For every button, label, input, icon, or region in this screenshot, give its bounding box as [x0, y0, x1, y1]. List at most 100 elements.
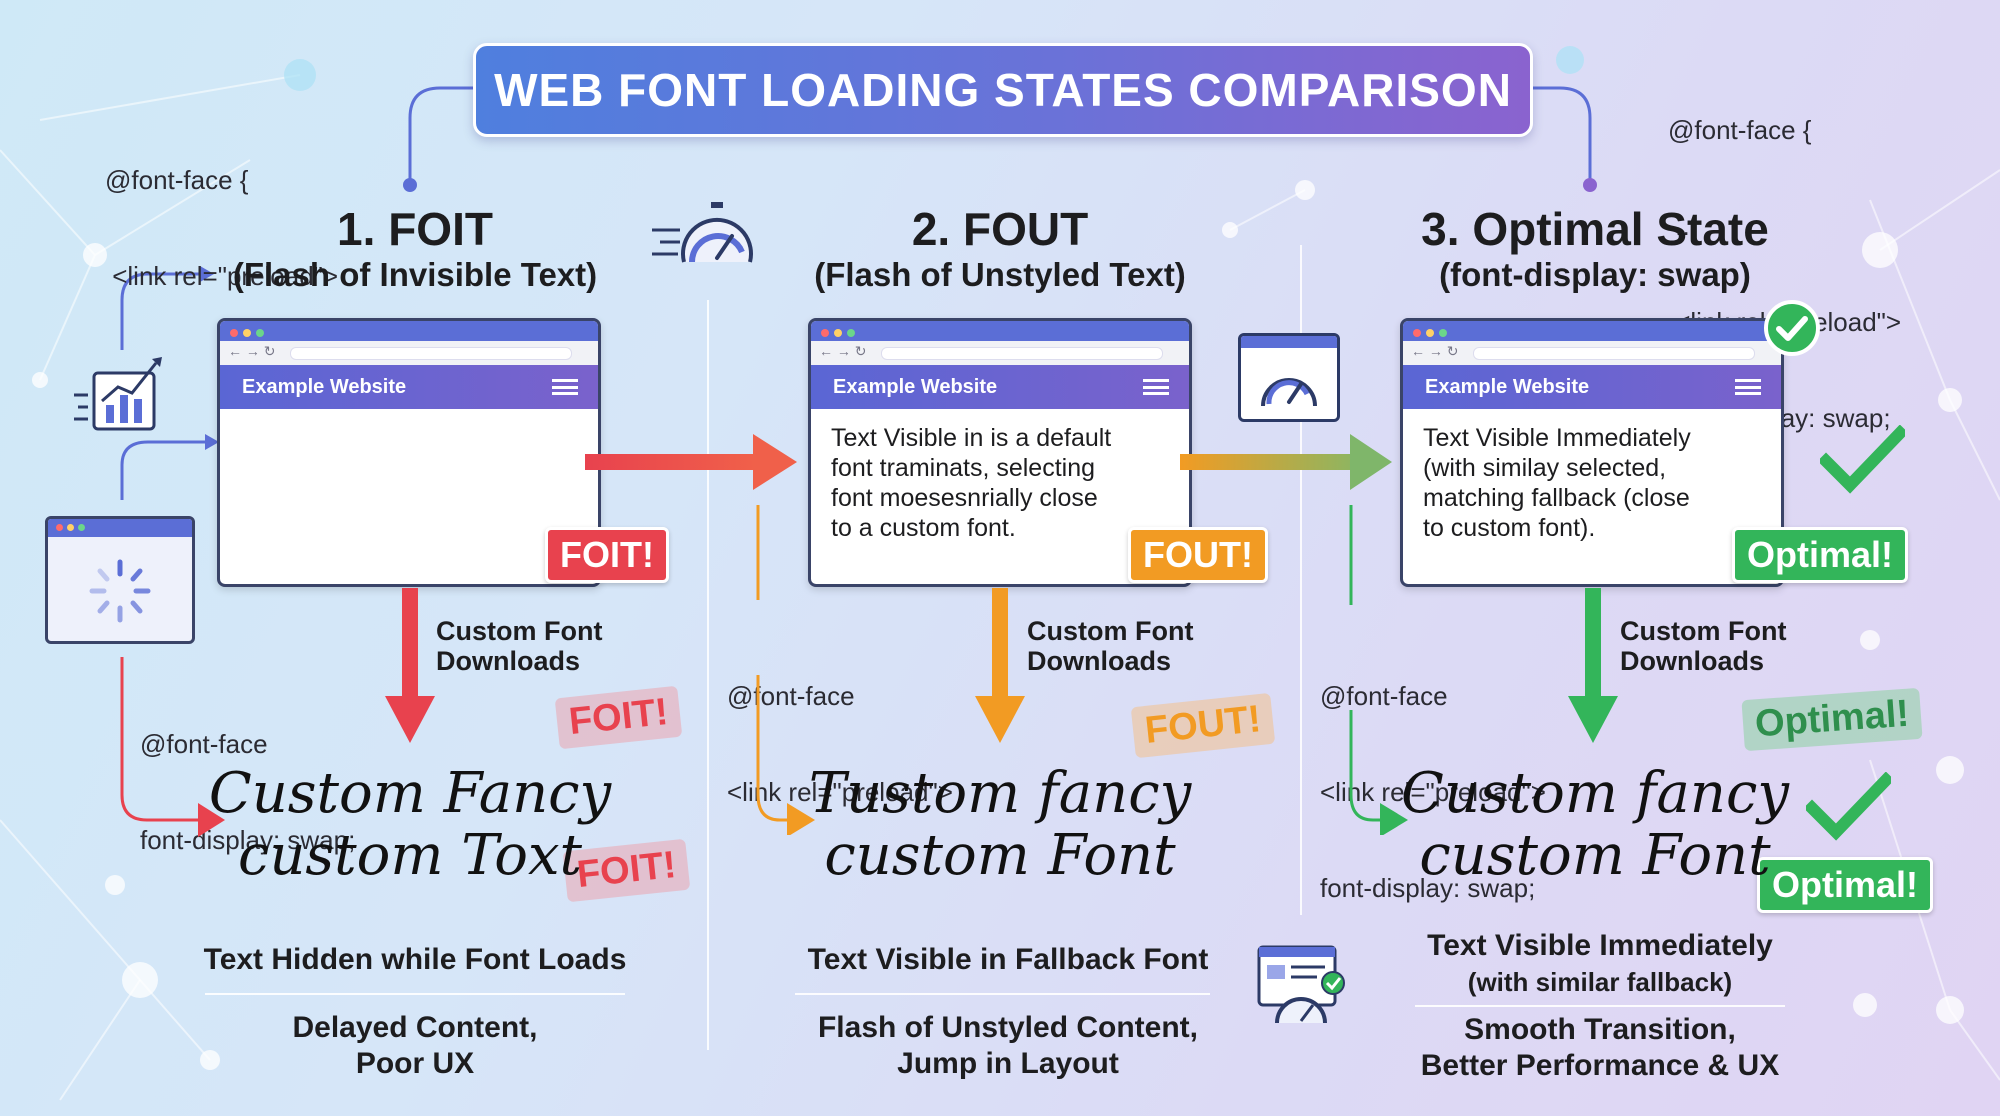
summary-line: (with similar fallback) — [1467, 967, 1733, 997]
code-line: <link rel="preload"> — [727, 777, 953, 807]
browser-text-line: Text Visible in is a default — [831, 424, 1112, 452]
browser-window-foit: ← → ↻ Example Website — [217, 318, 601, 587]
nav-arrows-icon: ← → ↻ — [228, 343, 276, 359]
connector-arrow-optimal — [1349, 505, 1408, 835]
connector-arrow-fout — [756, 505, 815, 835]
check-circle-icon — [1764, 300, 1820, 356]
custom-font-line: Tustom fancy — [808, 761, 1192, 826]
section-subtitle: (Flash of Invisible Text) — [232, 256, 598, 293]
code-line: ... — [1668, 211, 1697, 241]
custom-font-line: custom Font — [1419, 823, 1771, 888]
summary-divider — [205, 993, 625, 995]
browser-text-line: font traminats, selecting — [831, 454, 1096, 482]
summary-primary: Text Visible Immediately (with similar f… — [1360, 928, 1840, 1000]
custom-font-preview: Tustom fancy custom Font — [740, 763, 1260, 887]
fout-badge: FOUT! — [1128, 527, 1268, 583]
download-label: Custom Font Downloads — [1620, 616, 1786, 676]
summary-line: Flash of Unstyled Content, — [817, 1011, 1198, 1044]
transition-arrow-fout-optimal — [1180, 434, 1392, 490]
performance-gauge-icon — [1238, 333, 1340, 422]
browser-chrome: ← → ↻ — [811, 321, 1189, 365]
summary-line: Delayed Content, — [292, 1011, 538, 1044]
section-title: 1. FOIT — [337, 203, 493, 255]
optimal-badge: Optimal! — [1732, 527, 1909, 583]
custom-font-line: Custom Fancy — [208, 761, 612, 826]
browser-text-line: (with similay selected, — [1423, 454, 1667, 482]
section-divider — [1300, 245, 1302, 915]
code-line: font-display: swap; — [140, 825, 356, 855]
summary-secondary: Delayed Content, Poor UX — [175, 1010, 655, 1082]
summary-primary: Text Hidden while Font Loads — [203, 943, 627, 976]
section-divider — [707, 300, 709, 1050]
browser-header: Example Website — [220, 365, 598, 409]
title-banner: WEB FONT LOADING STATES COMPARISON — [473, 43, 1533, 137]
loading-browser-icon — [45, 516, 195, 644]
browser-text-line: matching fallback (close — [1423, 484, 1690, 512]
browser-body-empty — [220, 409, 598, 437]
down-arrow-fout — [975, 588, 1025, 743]
browser-header: Example Website — [1403, 365, 1781, 409]
site-title: Example Website — [833, 376, 998, 398]
nav-arrows-icon: ← → ↻ — [1411, 343, 1459, 359]
download-label-line: Custom Font — [1027, 616, 1194, 646]
browser-chrome: ← → ↻ — [1403, 321, 1781, 365]
site-title: Example Website — [1425, 376, 1590, 398]
download-label-line: Custom Font — [436, 616, 603, 646]
down-arrow-foit — [385, 588, 435, 743]
nav-arrows-icon: ← → ↻ — [819, 343, 867, 359]
code-line: @font-face { — [1668, 115, 1812, 145]
browser-window-fout: ← → ↻ Example Website Text Visible in is… — [808, 318, 1192, 587]
section-subtitle: (font-display: swap) — [1439, 256, 1751, 293]
checkmark-icon — [1806, 772, 1891, 841]
checkmark-icon — [1820, 425, 1905, 494]
code-line: @font-face — [727, 681, 855, 711]
page-title: WEB FONT LOADING STATES COMPARISON — [494, 64, 1512, 116]
optimal-badge: Optimal! — [1757, 857, 1934, 913]
browser-text-line: to custom font). — [1423, 514, 1596, 542]
download-label: Custom Font Downloads — [1027, 616, 1193, 676]
hamburger-menu-icon — [1735, 379, 1761, 395]
summary-primary: Text Visible in Fallback Font — [807, 943, 1209, 976]
custom-font-line: custom Toxt — [237, 823, 583, 888]
summary-divider — [1415, 1005, 1785, 1007]
speedometer-icon — [652, 202, 753, 263]
summary-secondary: Flash of Unstyled Content, Jump in Layou… — [768, 1010, 1248, 1082]
browser-chrome: ← → ↻ — [220, 321, 598, 365]
summary-line: Poor UX — [355, 1047, 475, 1080]
site-title: Example Website — [242, 376, 407, 398]
code-line: @font-face — [140, 729, 268, 759]
down-arrow-optimal — [1568, 588, 1618, 743]
custom-font-preview: Custom Fancy custom Toxt — [150, 763, 670, 887]
custom-font-preview: Custom fancy custom Font — [1335, 763, 1855, 887]
browser-text-line: Text Visible Immediately — [1423, 424, 1691, 452]
browser-window-optimal: ← → ↻ Example Website Text Visible Immed… — [1400, 318, 1784, 587]
spinner-icon — [89, 559, 151, 623]
custom-font-line: custom Font — [824, 823, 1176, 888]
summary-line: Text Visible Immediately — [1427, 929, 1773, 962]
section-title: 3. Optimal State — [1421, 203, 1769, 255]
analytics-chart-icon — [74, 357, 162, 431]
browser-body-text: Text Visible in is a default font tramin… — [811, 409, 1189, 557]
section-subtitle: (Flash of Unstyled Text) — [814, 256, 1186, 293]
section-title: 2. FOUT — [911, 203, 1089, 255]
summary-line: Better Performance & UX — [1420, 1049, 1780, 1082]
summary-secondary: Smooth Transition, Better Performance & … — [1360, 1012, 1840, 1084]
download-label-line: Downloads — [1027, 646, 1172, 676]
code-line: @font-face { — [105, 165, 249, 195]
code-snippet-fout: @font-face <link rel="preload"> — [727, 616, 953, 872]
code-line: <link rel="preload"> — [1320, 777, 1546, 807]
code-line: font-display: swap; — [1320, 873, 1536, 903]
code-snippet-optimal: @font-face <link rel="preload"> font-dis… — [1320, 616, 1546, 968]
summary-line: Smooth Transition, — [1464, 1013, 1736, 1046]
download-label-line: Custom Font — [1620, 616, 1787, 646]
hamburger-menu-icon — [552, 379, 578, 395]
summary-line: Jump in Layout — [897, 1047, 1119, 1080]
download-label-line: Downloads — [436, 646, 581, 676]
dashboard-check-icon — [1257, 945, 1345, 1024]
download-label-line: Downloads — [1620, 646, 1765, 676]
summary-divider — [795, 993, 1210, 995]
connector-arrow-foit — [120, 657, 225, 837]
code-snippet-foit: @font-face font-display: swap; — [140, 664, 355, 920]
browser-header: Example Website — [811, 365, 1189, 409]
transition-arrow-foit-fout — [585, 434, 797, 490]
